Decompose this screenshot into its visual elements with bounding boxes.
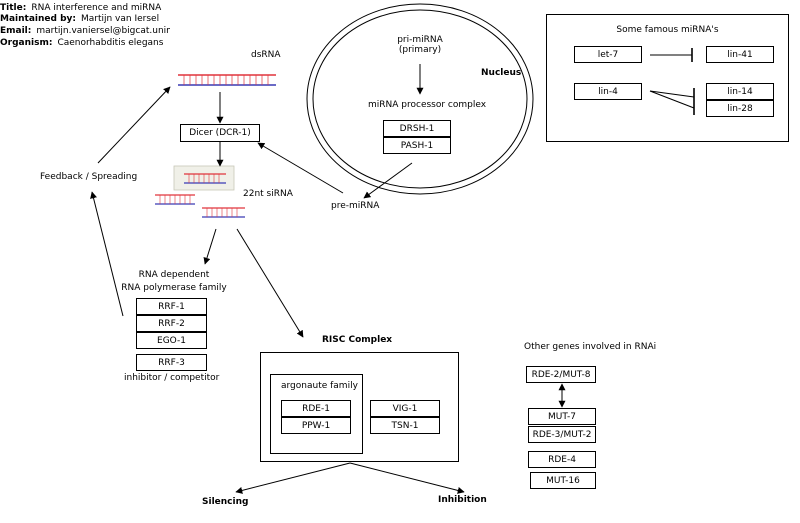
meta-title: Title: RNA interference and miRNA — [0, 3, 161, 14]
meta-maintainer: Maintained by: Martijn van Iersel — [0, 14, 159, 25]
gene-let7[interactable]: let-7 — [574, 46, 642, 63]
meta-title-value: RNA interference and miRNA — [31, 3, 162, 13]
dsrna-duplex-icon — [178, 74, 276, 86]
rdrp-label-line1: RNA dependent — [138, 270, 210, 280]
inhibit-lin4-lin14 — [649, 90, 695, 98]
pri-mirna-label-line2: (primary) — [398, 45, 442, 55]
gene-rde3-mut2[interactable]: RDE-3/MUT-2 — [528, 426, 596, 443]
meta-organism: Organism: Caenorhabditis elegans — [0, 38, 163, 49]
arrow-sirna-to-rdrp — [203, 228, 217, 265]
gene-vig1[interactable]: VIG-1 — [370, 400, 440, 417]
risc-complex-frame — [260, 352, 459, 462]
arrow-premirna-to-dicer — [257, 142, 344, 194]
meta-email-key: Email: — [0, 26, 32, 36]
gene-drsh1[interactable]: DRSH-1 — [383, 120, 451, 137]
nucleus-outer-membrane — [306, 3, 534, 195]
inhibit-lin4-lin28 — [649, 90, 695, 109]
dsrna-label: dsRNA — [251, 50, 281, 60]
famous-mirna-title: Some famous miRNA's — [616, 25, 719, 35]
sirna-duplex-icon — [202, 207, 245, 218]
arrow-feedback-to-dsrna — [97, 86, 171, 164]
argonaute-label: argonaute family — [281, 381, 358, 391]
meta-maintainer-key: Maintained by: — [0, 14, 76, 24]
pri-mirna-label-line1: pri-miRNA — [397, 35, 443, 45]
silencing-label: Silencing — [202, 497, 249, 507]
inhibitor-label: inhibitor / competitor — [124, 373, 220, 383]
meta-email: Email: martijn.vaniersel@bigcat.unima — [0, 26, 170, 37]
gene-ppw1[interactable]: PPW-1 — [281, 417, 351, 434]
meta-email-value: martijn.vaniersel@bigcat.unima — [36, 26, 170, 36]
arrow-rdrp-to-feedback — [90, 191, 124, 317]
meta-maintainer-value: Martijn van Iersel — [80, 14, 160, 24]
rdrp-label-line2: RNA polymerase family — [121, 283, 227, 293]
gene-lin28[interactable]: lin-28 — [706, 100, 774, 117]
arrow-risc-to-inhibition — [349, 462, 465, 494]
gene-rrf2[interactable]: RRF-2 — [136, 315, 207, 332]
gene-rde1[interactable]: RDE-1 — [281, 400, 351, 417]
gene-lin14[interactable]: lin-14 — [706, 83, 774, 100]
sirna-duplex-icon — [155, 194, 195, 205]
dicer-node[interactable]: Dicer (DCR-1) — [180, 124, 260, 142]
meta-organism-value: Caenorhabditis elegans — [57, 38, 164, 48]
sirna-label: 22nt siRNA — [243, 189, 293, 199]
gene-rrf1[interactable]: RRF-1 — [136, 298, 207, 315]
arrow-sirna-to-risc — [236, 228, 304, 338]
arrow-risc-to-silencing — [235, 462, 351, 494]
risc-label: RISC Complex — [322, 335, 393, 345]
mirna-processor-label: miRNA processor complex — [368, 100, 487, 110]
gene-tsn1[interactable]: TSN-1 — [370, 417, 440, 434]
gene-pash1[interactable]: PASH-1 — [383, 137, 451, 154]
other-genes-label: Other genes involved in RNAi — [524, 342, 657, 352]
gene-mut7[interactable]: MUT-7 — [528, 408, 596, 425]
meta-organism-key: Organism: — [0, 38, 53, 48]
arrow-processor-to-premirna — [363, 162, 413, 199]
gene-lin4[interactable]: lin-4 — [574, 83, 642, 100]
pre-mirna-label: pre-miRNA — [331, 201, 380, 211]
argonaute-family-frame — [270, 374, 363, 454]
sirna-duplex-icon — [184, 173, 226, 184]
gene-mut16[interactable]: MUT-16 — [530, 472, 596, 489]
gene-rde2-mut8[interactable]: RDE-2/MUT-8 — [526, 366, 596, 383]
gene-rde4[interactable]: RDE-4 — [528, 451, 596, 468]
nucleus-inner-membrane — [312, 9, 528, 189]
feedback-label: Feedback / Spreading — [40, 172, 138, 182]
gene-ego1[interactable]: EGO-1 — [136, 332, 207, 349]
meta-title-key: Title: — [0, 3, 27, 13]
gene-lin41[interactable]: lin-41 — [706, 46, 774, 63]
famous-mirna-panel — [546, 14, 789, 142]
gene-rrf3[interactable]: RRF-3 — [136, 354, 207, 371]
inhibition-label: Inhibition — [438, 495, 487, 505]
nucleus-label: Nucleus — [481, 68, 522, 78]
